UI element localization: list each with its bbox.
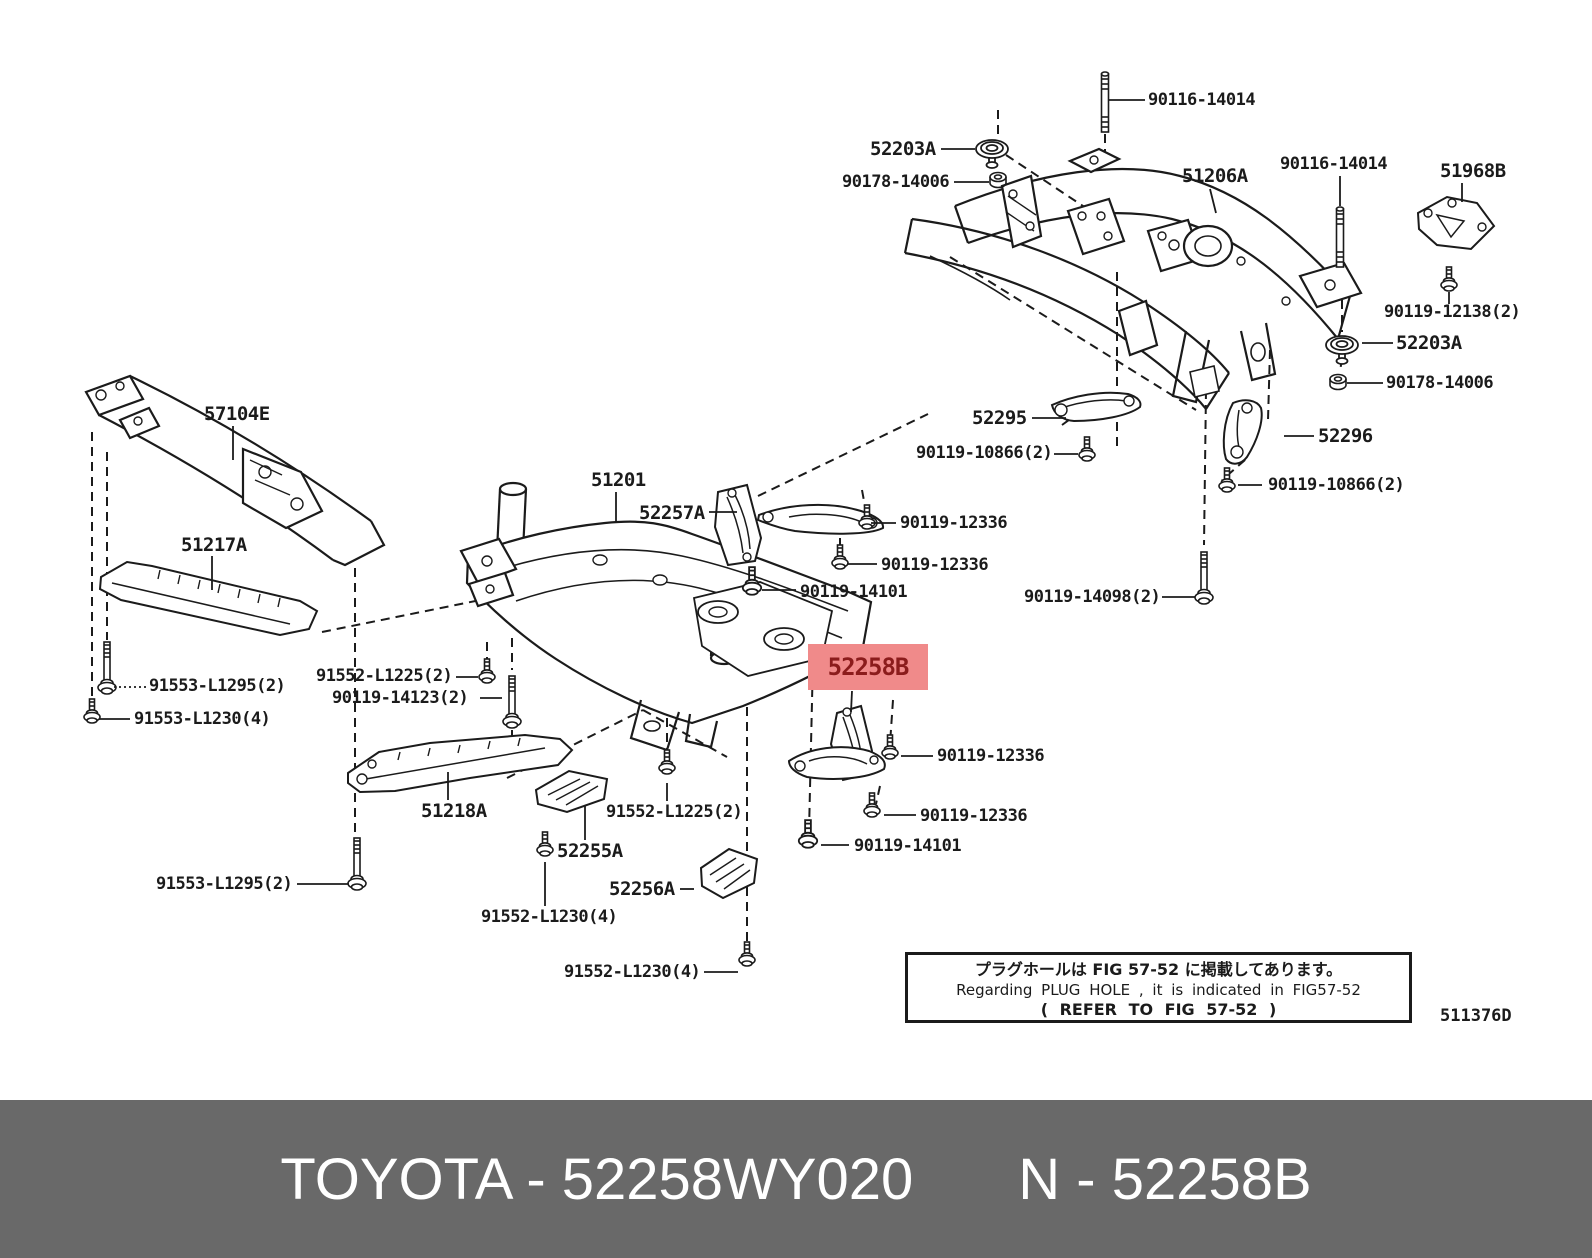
bolt-icon bbox=[738, 941, 756, 967]
front-crossmember-art bbox=[459, 481, 873, 752]
part-number-label: 90119-10866(2) bbox=[916, 443, 1053, 463]
bolt-icon bbox=[797, 819, 819, 849]
footer-brand-part-number: TOYOTA - 52258WY020 bbox=[280, 1146, 914, 1212]
part-number-label: 51206A bbox=[1182, 165, 1248, 187]
member-stay-art bbox=[1050, 195, 1496, 465]
part-number-label: 91552-L1225(2) bbox=[606, 802, 743, 822]
front-brace-art bbox=[84, 374, 386, 567]
part-number-label: 91552-L1225(2) bbox=[316, 666, 453, 686]
part-number-label: 90116-14014 bbox=[1280, 154, 1388, 174]
engine-mount-bracket-52258-art bbox=[787, 704, 886, 782]
long-bolt-icon bbox=[1194, 551, 1214, 605]
diagram-linework bbox=[83, 71, 1496, 973]
long-bolt-icon bbox=[502, 675, 522, 729]
bolt-icon bbox=[881, 734, 899, 760]
stud-bolt-icon bbox=[1100, 71, 1110, 133]
part-number-label: 51218A bbox=[421, 800, 487, 822]
member-protector-art bbox=[347, 733, 574, 794]
part-number-label: 52295 bbox=[972, 407, 1027, 429]
part-number-label: 90119-12336 bbox=[920, 806, 1028, 826]
part-number-label: 90116-14014 bbox=[1148, 90, 1256, 110]
suspension-protector-art bbox=[98, 560, 319, 637]
part-number-label: 90119-12336 bbox=[900, 513, 1008, 533]
leader-lines bbox=[99, 99, 1463, 973]
part-number-label: 90119-12336 bbox=[881, 555, 989, 575]
footer-banner: TOYOTA - 52258WY020 N - 52258B bbox=[0, 1100, 1592, 1258]
member-cap-icon bbox=[975, 139, 1009, 169]
part-number-label: 91552-L1230(4) bbox=[481, 907, 618, 927]
part-number-label: 90178-14006 bbox=[1386, 373, 1494, 393]
part-number-label: 90178-14006 bbox=[842, 172, 950, 192]
bolt-icon bbox=[1078, 436, 1096, 462]
part-number-label: 52255A bbox=[557, 840, 623, 862]
part-number-label: 91552-L1230(4) bbox=[564, 962, 701, 982]
highlighted-part-label: 52258B bbox=[808, 644, 928, 690]
part-number-label: 52257A bbox=[639, 502, 705, 524]
nut-icon bbox=[1329, 373, 1347, 391]
part-number-label: 52296 bbox=[1318, 425, 1373, 447]
part-number-label: 90119-12336 bbox=[937, 746, 1045, 766]
footer-reference-number: N - 52258B bbox=[1018, 1146, 1312, 1212]
part-number-label: 91553-L1230(4) bbox=[134, 709, 271, 729]
bolt-icon bbox=[863, 792, 881, 818]
note-line-refer: ( REFER TO FIG 57-52 ) bbox=[1040, 1000, 1277, 1019]
plug-hole-note-box: プラグホールは FIG 57-52 に掲載してあります。 Regarding P… bbox=[905, 952, 1412, 1023]
long-bolt-icon bbox=[347, 837, 367, 891]
part-number-label: 51201 bbox=[591, 469, 646, 491]
bolt-icon bbox=[1440, 266, 1458, 292]
part-number-label: 90119-14101 bbox=[854, 836, 962, 856]
heat-insulator-plates-art bbox=[534, 769, 759, 900]
part-number-label: 90119-14123(2) bbox=[332, 688, 469, 708]
part-number-label: 91553-L1295(2) bbox=[149, 676, 286, 696]
bolt-icon bbox=[83, 698, 101, 724]
note-line-japanese: プラグホールは FIG 57-52 に掲載してあります。 bbox=[974, 960, 1343, 979]
stud-bolt-icon bbox=[1335, 206, 1345, 268]
part-number-label: 52203A bbox=[870, 138, 936, 160]
part-number-label: 91553-L1295(2) bbox=[156, 874, 293, 894]
bolt-icon bbox=[536, 831, 554, 857]
part-number-label: 52203A bbox=[1396, 332, 1462, 354]
figure-code: 511376D bbox=[1440, 1006, 1512, 1026]
long-bolt-icon bbox=[97, 641, 117, 695]
bolt-icon bbox=[831, 544, 849, 570]
engine-mount-bracket-52257-art bbox=[713, 483, 885, 567]
part-number-label: 51968B bbox=[1440, 160, 1506, 182]
part-number-label: 90119-14101 bbox=[800, 582, 908, 602]
member-cap-icon bbox=[1325, 335, 1359, 365]
part-number-label: 51217A bbox=[181, 534, 247, 556]
part-number-label: 52256A bbox=[609, 878, 675, 900]
bolt-icon bbox=[658, 749, 676, 775]
part-number-label: 90119-14098(2) bbox=[1024, 587, 1161, 607]
note-line-english: Regarding PLUG HOLE , it is indicated in… bbox=[956, 981, 1361, 999]
part-number-label: 90119-10866(2) bbox=[1268, 475, 1405, 495]
bolt-icon bbox=[478, 658, 496, 684]
part-number-label: 57104E bbox=[204, 403, 270, 425]
rear-crossmember-art bbox=[903, 147, 1363, 410]
part-number-label: 90119-12138(2) bbox=[1384, 302, 1521, 322]
